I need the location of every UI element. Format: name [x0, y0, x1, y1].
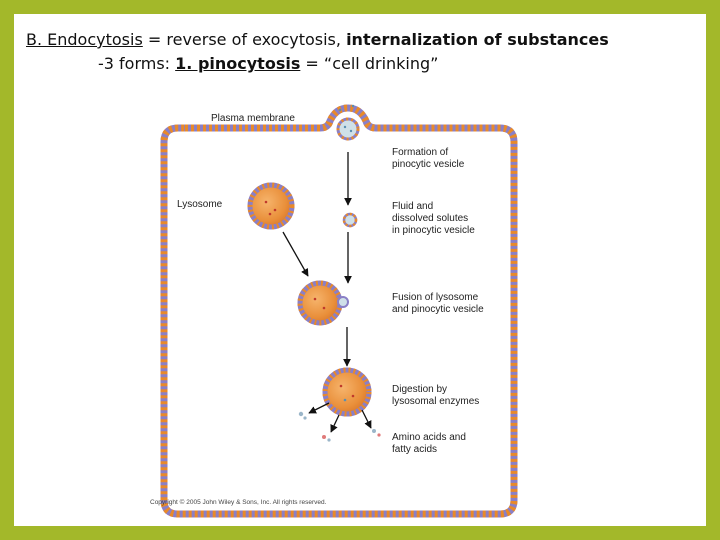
copyright-notice: Copyright © 2005 John Wiley & Sons, Inc.… [150, 498, 327, 506]
pinocytosis-definition: = “cell drinking” [300, 54, 439, 73]
label-fusion-line-1: Fusion of lysosome [392, 292, 479, 303]
fused-vesicle [297, 280, 349, 326]
label-fluid-line-1: Fluid and [392, 201, 433, 212]
label-amino-line-1: Amino acids and [392, 432, 466, 443]
term-pinocytosis: 1. pinocytosis [175, 54, 301, 73]
label-formation-line-1: Formation of [392, 147, 448, 158]
label-amino-line-2: fatty acids [392, 444, 437, 455]
pinocytic-vesicle [342, 212, 358, 228]
label-fluid-line-2: dissolved solutes [392, 213, 468, 224]
title-bold-phrase: internalization of substances [346, 30, 609, 49]
slide-title: B. Endocytosis = reverse of exocytosis, … [26, 28, 609, 76]
term-endocytosis: B. Endocytosis [26, 30, 143, 49]
lysosome [247, 182, 295, 230]
label-formation-line-2: pinocytic vesicle [392, 159, 465, 170]
label-lysosome: Lysosome [177, 199, 223, 210]
amino-acids-products [298, 411, 381, 442]
forms-prefix: -3 forms: [98, 54, 176, 73]
plasma-membrane [160, 104, 518, 518]
title-line-2: -3 forms: 1. pinocytosis = “cell drinkin… [26, 52, 609, 76]
title-line-1: B. Endocytosis = reverse of exocytosis, … [26, 28, 609, 52]
label-digestion-line-2: lysosomal enzymes [392, 396, 479, 407]
digesting-lysosome [322, 367, 372, 417]
label-fusion-line-2: and pinocytic vesicle [392, 304, 484, 315]
title-definition: = reverse of exocytosis, [142, 30, 347, 49]
slide: B. Endocytosis = reverse of exocytosis, … [14, 14, 706, 526]
forming-vesicle [336, 104, 360, 141]
label-plasma-membrane: Plasma membrane [211, 113, 295, 124]
label-digestion-line-1: Digestion by [392, 384, 447, 395]
label-fluid-line-3: in pinocytic vesicle [392, 225, 475, 236]
process-arrows [282, 152, 372, 433]
